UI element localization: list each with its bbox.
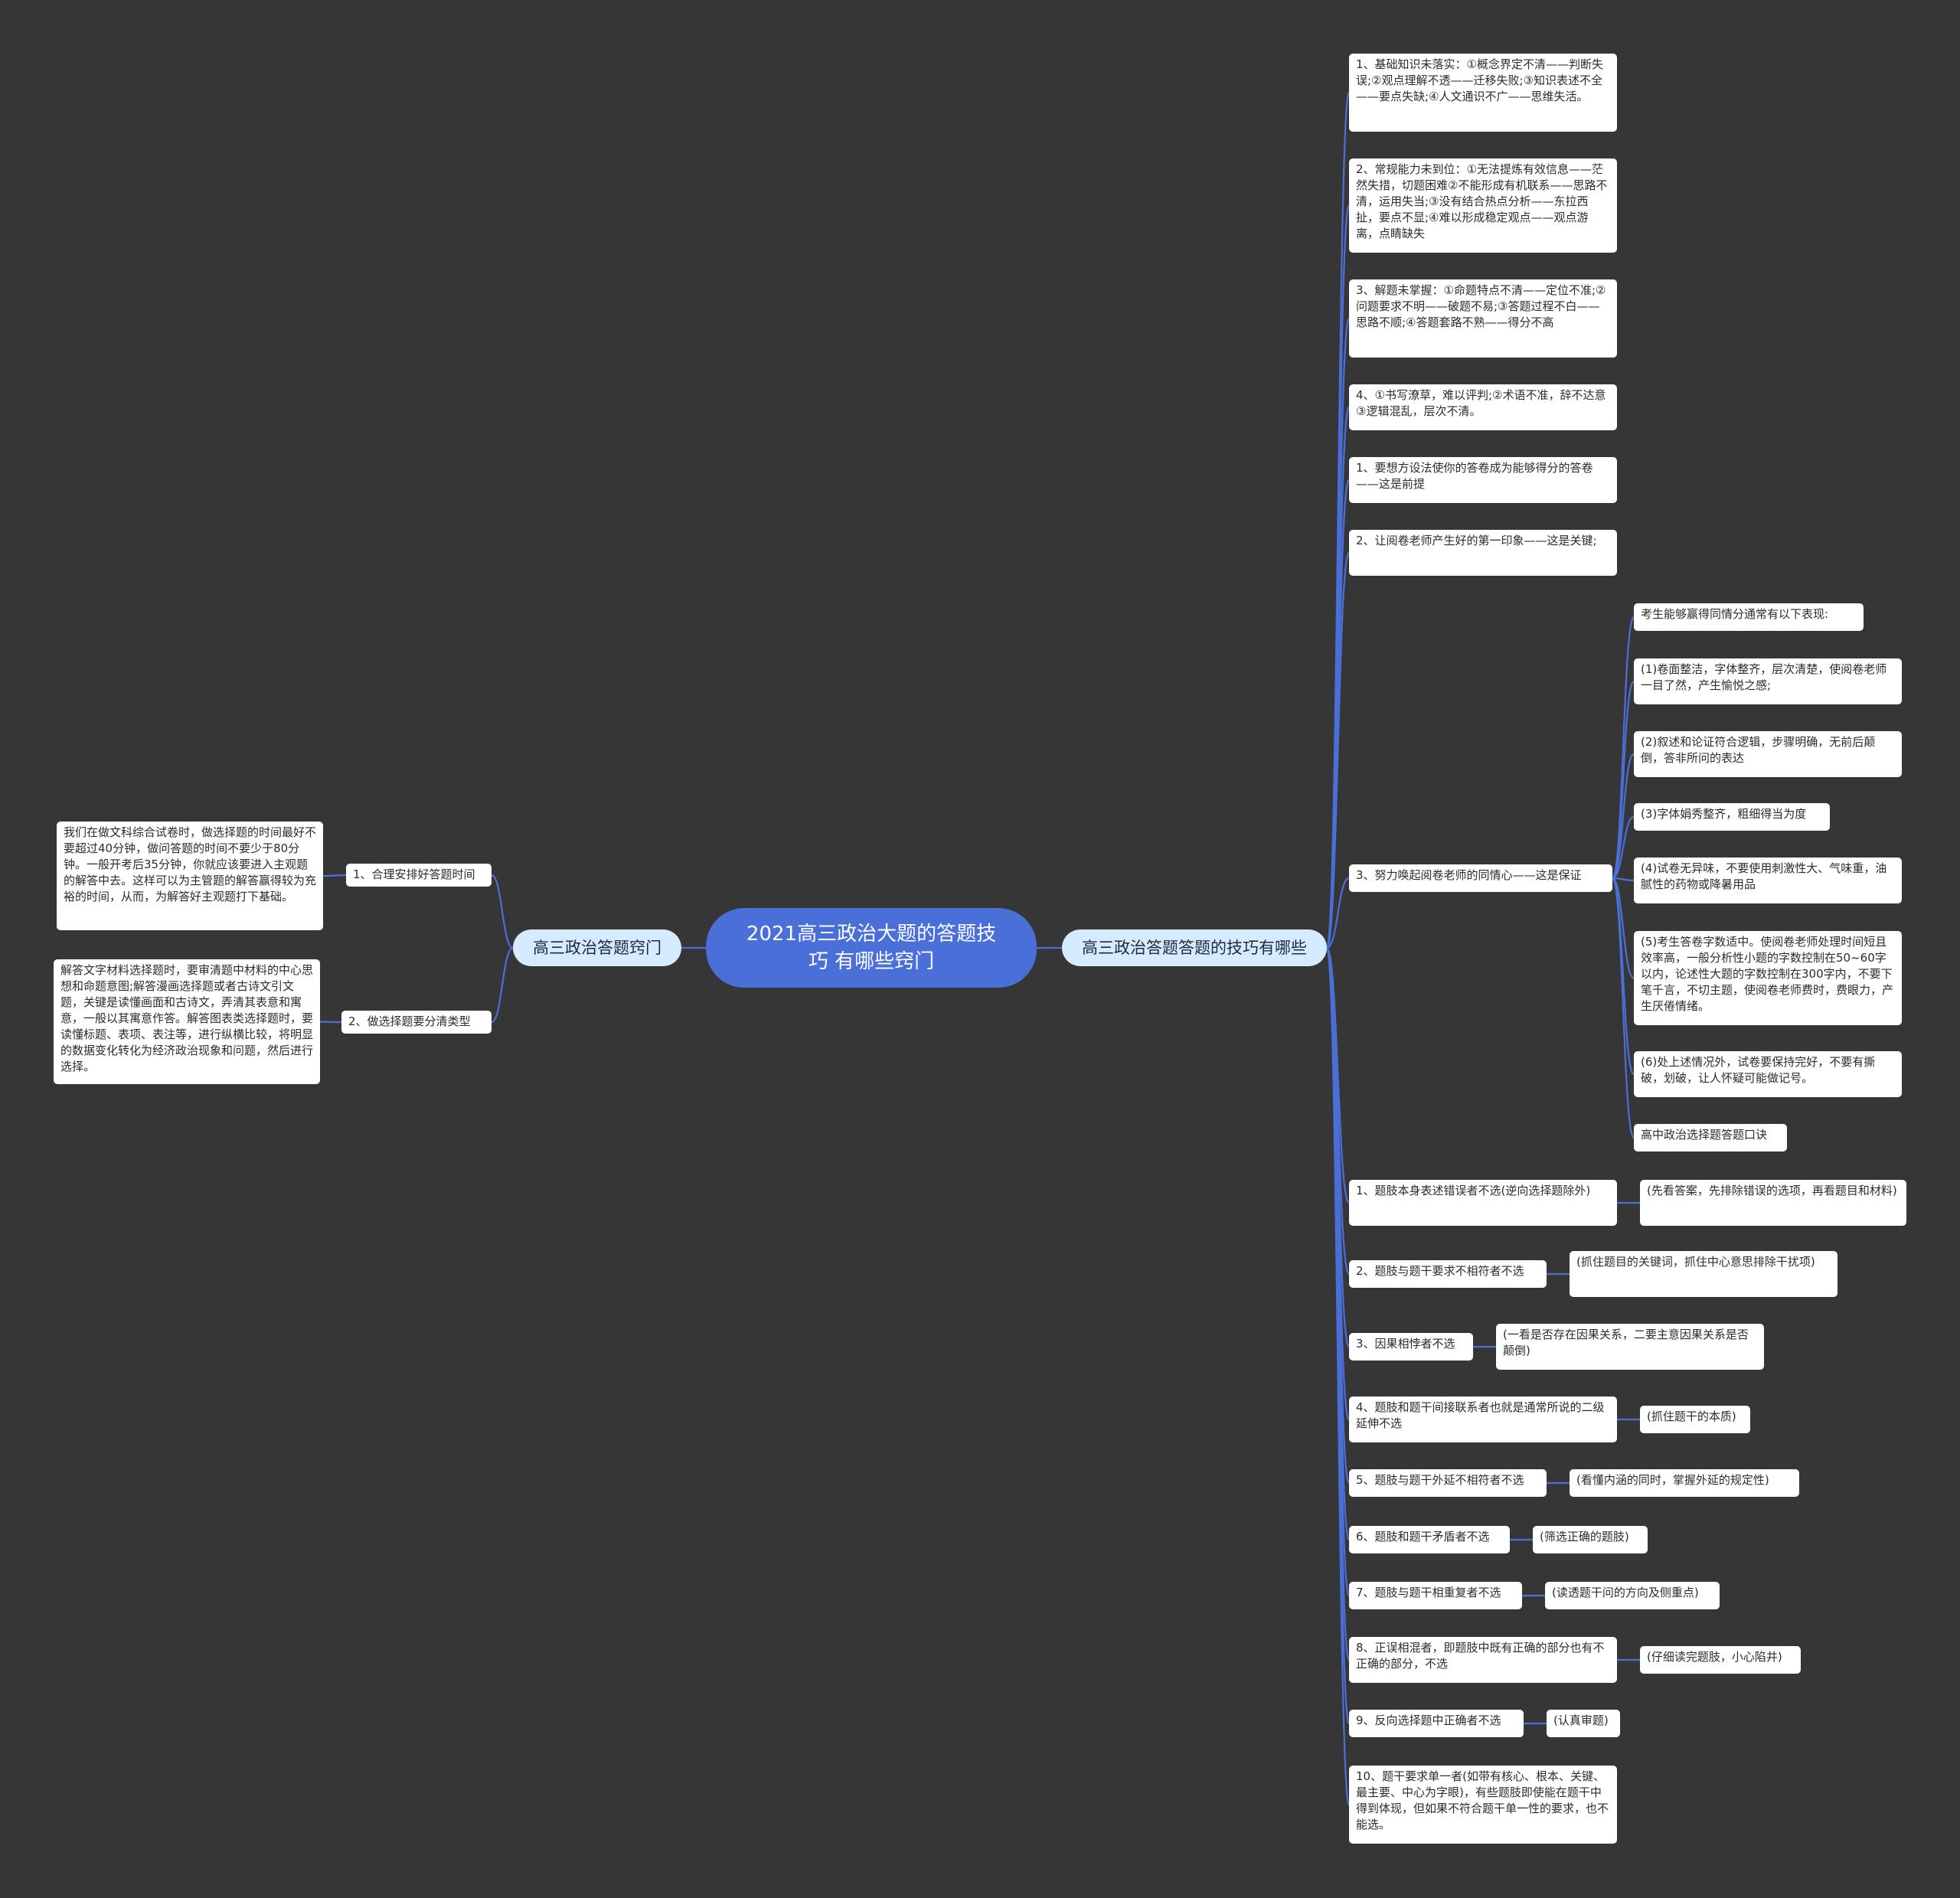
link-left-1 [491, 874, 514, 949]
rule-2-note[interactable]: (抓住题目的关键词，抓住中心意思排除干扰项) [1570, 1251, 1838, 1297]
rule-1-note[interactable]: (先看答案，先排除错误的选项，再看题目和材料) [1640, 1180, 1906, 1226]
right-item-4[interactable]: 4、①书写潦草，难以评判;②术语不准，辞不达意③逻辑混乱，层次不清。 [1349, 384, 1617, 430]
sympathy-item-intro[interactable]: 考生能够赢得同情分通常有以下表现: [1634, 603, 1864, 631]
left-item-2[interactable]: 2、做选择题要分清类型 [341, 1011, 492, 1034]
right-item-2[interactable]: 2、常规能力未到位：①无法提炼有效信息——茫然失措，切题困难②不能形成有机联系—… [1349, 158, 1617, 253]
link-left-detail-2 [319, 1021, 342, 1024]
sympathy-item-6[interactable]: (6)处上述情况外，试卷要保持完好，不要有撕破，划破，让人怀疑可能做记号。 [1634, 1051, 1902, 1097]
rule-2[interactable]: 2、题肢与题干要求不相符者不选 [1349, 1260, 1547, 1288]
sympathy-item-3[interactable]: (3)字体娟秀整齐，粗细得当为度 [1634, 803, 1830, 831]
right-item-7[interactable]: 3、努力唤起阅卷老师的同情心——这是保证 [1349, 864, 1612, 892]
link-sympathy-3 [1612, 815, 1635, 880]
rule-6-note[interactable]: (筛选正确的题肢) [1533, 1526, 1648, 1553]
right-item-6[interactable]: 2、让阅卷老师产生好的第一印象——这是关键; [1349, 530, 1617, 576]
sympathy-item-1[interactable]: (1)卷面整洁，字体整齐，层次清楚，使阅卷老师一目了然，产生愉悦之感; [1634, 658, 1902, 704]
link-right-item-6 [1325, 551, 1351, 949]
link-left-2 [491, 946, 514, 1024]
right-item-1[interactable]: 1、基础知识未落实：①概念界定不清——判断失误;②观点理解不透——迁移失败;③知… [1349, 54, 1617, 132]
rule-8[interactable]: 8、正误相混者，即题肢中既有正确的部分也有不正确的部分，不选 [1349, 1637, 1617, 1683]
rule-7-note[interactable]: (读透题干问的方向及侧重点) [1545, 1582, 1720, 1609]
rule-9[interactable]: 9、反向选择题中正确者不选 [1349, 1710, 1524, 1737]
left-item-1[interactable]: 1、合理安排好答题时间 [346, 864, 492, 887]
rule-5[interactable]: 5、题肢与题干外延不相符者不选 [1349, 1469, 1547, 1497]
rule-7[interactable]: 7、题肢与题干相重复者不选 [1349, 1582, 1522, 1609]
link-sympathy-1 [1611, 680, 1635, 880]
rule-4[interactable]: 4、题肢和题干间接联系者也就是通常所说的二级延伸不选 [1349, 1397, 1617, 1442]
sympathy-item-5[interactable]: (5)考生答卷字数适中。使阅卷老师处理时间短且效率高，一般分析性小题的字数控制在… [1634, 931, 1902, 1025]
link-sympathy-2 [1611, 753, 1635, 880]
rule-10[interactable]: 10、题干要求单一者(如带有核心、根本、关键、最主要、中心为字眼)，有些题肢即使… [1349, 1766, 1617, 1844]
left-detail-2[interactable]: 解答文字材料选择题时，要审清题中材料的中心思想和命题意图;解答漫画选择题或者古诗… [54, 959, 320, 1084]
rule-6[interactable]: 6、题肢和题干矛盾者不选 [1349, 1526, 1510, 1553]
rule-3-note[interactable]: (一看是否存在因果关系，二要主意因果关系是否颠倒) [1496, 1324, 1764, 1370]
right-item-5[interactable]: 1、要想方设法使你的答卷成为能够得分的答卷——这是前提 [1349, 457, 1617, 503]
link-sympathy-5 [1612, 877, 1635, 979]
rule-9-note[interactable]: (认真审题) [1547, 1710, 1620, 1737]
link-left-detail-1 [322, 874, 347, 877]
branch-left[interactable]: 高三政治答题窍门 [513, 929, 681, 966]
rule-3[interactable]: 3、因果相悖者不选 [1349, 1333, 1473, 1361]
link-right-item-2 [1325, 204, 1351, 949]
rule-8-note[interactable]: (仔细读完题肢，小心陷井) [1640, 1646, 1801, 1674]
link-sympathy-intro [1611, 616, 1635, 880]
link-sympathy-4 [1612, 877, 1635, 882]
link-right-item-7 [1326, 877, 1350, 949]
sympathy-item-7[interactable]: 高中政治选择题答题口诀 [1634, 1124, 1787, 1152]
left-detail-1[interactable]: 我们在做文科综合试卷时，做选择题的时间最好不要超过40分钟，做问答题的时间不要少… [57, 822, 323, 930]
link-sympathy-7 [1611, 877, 1635, 1139]
link-rule-10 [1325, 946, 1351, 1806]
link-right-item-3 [1325, 317, 1351, 949]
sympathy-item-4[interactable]: (4)试卷无异味，不要使用刺激性大、气味重，油腻性的药物或降暑用品 [1634, 858, 1902, 903]
sympathy-item-2[interactable]: (2)叙述和论证符合逻辑，步骤明确，无前后颠倒，答非所问的表达 [1634, 731, 1902, 777]
rule-5-note[interactable]: (看懂内涵的同时，掌握外延的规定性) [1570, 1469, 1799, 1497]
rule-1[interactable]: 1、题肢本身表述错误者不选(逆向选择题除外) [1349, 1180, 1617, 1226]
root-topic[interactable]: 2021高三政治大题的答题技巧 有哪些窍门 [706, 908, 1037, 988]
rule-4-note[interactable]: (抓住题干的本质) [1640, 1406, 1750, 1433]
right-item-3[interactable]: 3、解题未掌握：①命题特点不清——定位不准;②问题要求不明——破题不易;③答题过… [1349, 279, 1617, 358]
branch-right[interactable]: 高三政治答题答题的技巧有哪些 [1062, 929, 1327, 966]
